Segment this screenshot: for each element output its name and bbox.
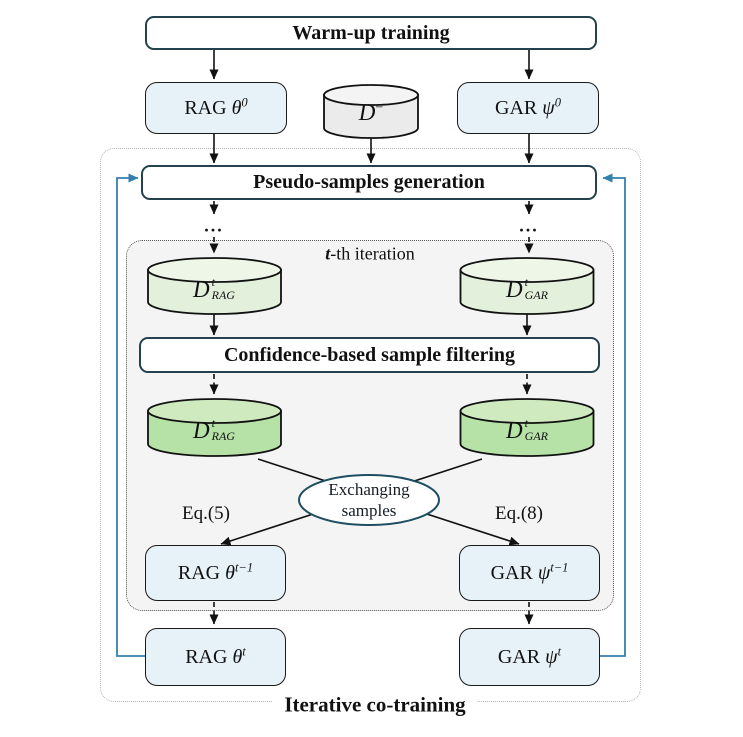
exchanging-samples-label: Exchanging samples (328, 479, 410, 520)
gar-prev-label: GAR ψt−1 (490, 559, 569, 584)
confidence-filtering-label: Confidence-based sample filtering (223, 343, 516, 366)
gar-cur-box: GAR ψt (459, 628, 600, 686)
warmup-training-label: Warm-up training (292, 21, 450, 44)
warmup-training-box: Warm-up training (145, 16, 597, 50)
rag0-box: RAG θ0 (145, 82, 287, 134)
pseudo-samples-generation-box: Pseudo-samples generation (141, 165, 597, 200)
eq8-label: Eq.(8) (494, 503, 544, 524)
rag-prev-box: RAG θt−1 (145, 545, 286, 601)
filt-left-cylinder (147, 398, 282, 457)
feedback-right-arrow (600, 173, 626, 657)
rag-cur-box: RAG θt (145, 628, 286, 686)
gar-cur-label: GAR ψt (497, 643, 562, 668)
gen-right-cylinder (459, 257, 595, 315)
dashed-arrows (209, 201, 534, 625)
gar0-box: GAR ψ0 (457, 82, 599, 134)
rag-prev-label: RAG θt−1 (177, 559, 254, 584)
iteration-label: t-th iteration (325, 243, 415, 264)
feedback-left-arrow (116, 173, 145, 657)
ellipsis-left: ... (204, 215, 224, 236)
confidence-filtering-box: Confidence-based sample filtering (139, 337, 600, 373)
gar-prev-box: GAR ψt−1 (459, 545, 600, 601)
exchanging-samples-ellipse (298, 474, 440, 526)
eq5-label: Eq.(5) (181, 503, 231, 524)
rag0-label: RAG θ0 (184, 94, 248, 119)
filt-right-cylinder (459, 398, 595, 457)
iterative-cotraining-caption: Iterative co-training (272, 692, 478, 718)
pseudo-samples-generation-label: Pseudo-samples generation (253, 171, 485, 193)
ellipsis-right: ... (519, 215, 539, 236)
cylinders (147, 84, 595, 457)
dneg-label: D− (358, 100, 384, 125)
dneg-cylinder (323, 84, 419, 139)
gen-left-cylinder (147, 257, 282, 315)
rag-cur-label: RAG θt (185, 643, 246, 668)
feedback-loop-arrows (116, 173, 626, 657)
gar0-label: GAR ψ0 (495, 94, 561, 119)
